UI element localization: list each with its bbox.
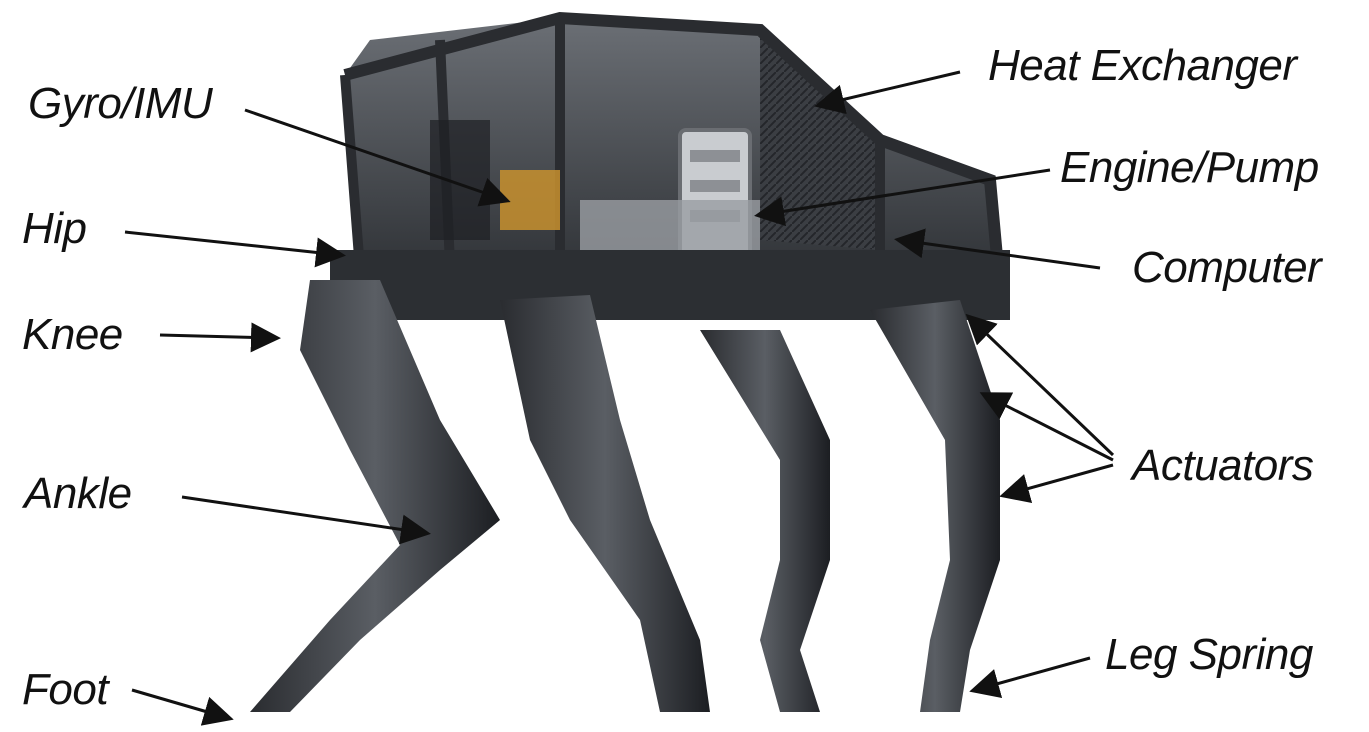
leg-spring-leader [975,658,1090,690]
front-left-leg [250,280,500,712]
foot-leader [132,690,228,718]
hip-label: Hip [22,207,87,251]
computer-label: Computer [1132,246,1321,290]
heat-exchanger-leader [820,72,960,105]
knee-label: Knee [22,313,123,357]
rear-right-leg [870,300,1000,712]
foot-label: Foot [22,668,108,712]
heat-exchanger-label: Heat Exchanger [988,44,1297,88]
engine-pump-label: Engine/Pump [1060,146,1319,190]
actuators-label: Actuators [1132,444,1313,488]
front-right-leg [500,295,710,712]
rear-left-leg [700,330,830,712]
actuators-leader-2 [985,395,1113,460]
leg-spring-label: Leg Spring [1105,633,1313,677]
body-frame [330,18,1010,320]
gyro-imu-label: Gyro/IMU [28,82,212,126]
actuators-leader-3 [1005,465,1113,495]
ankle-label: Ankle [24,472,132,516]
hip-leader [125,232,340,255]
knee-leader [160,335,275,338]
